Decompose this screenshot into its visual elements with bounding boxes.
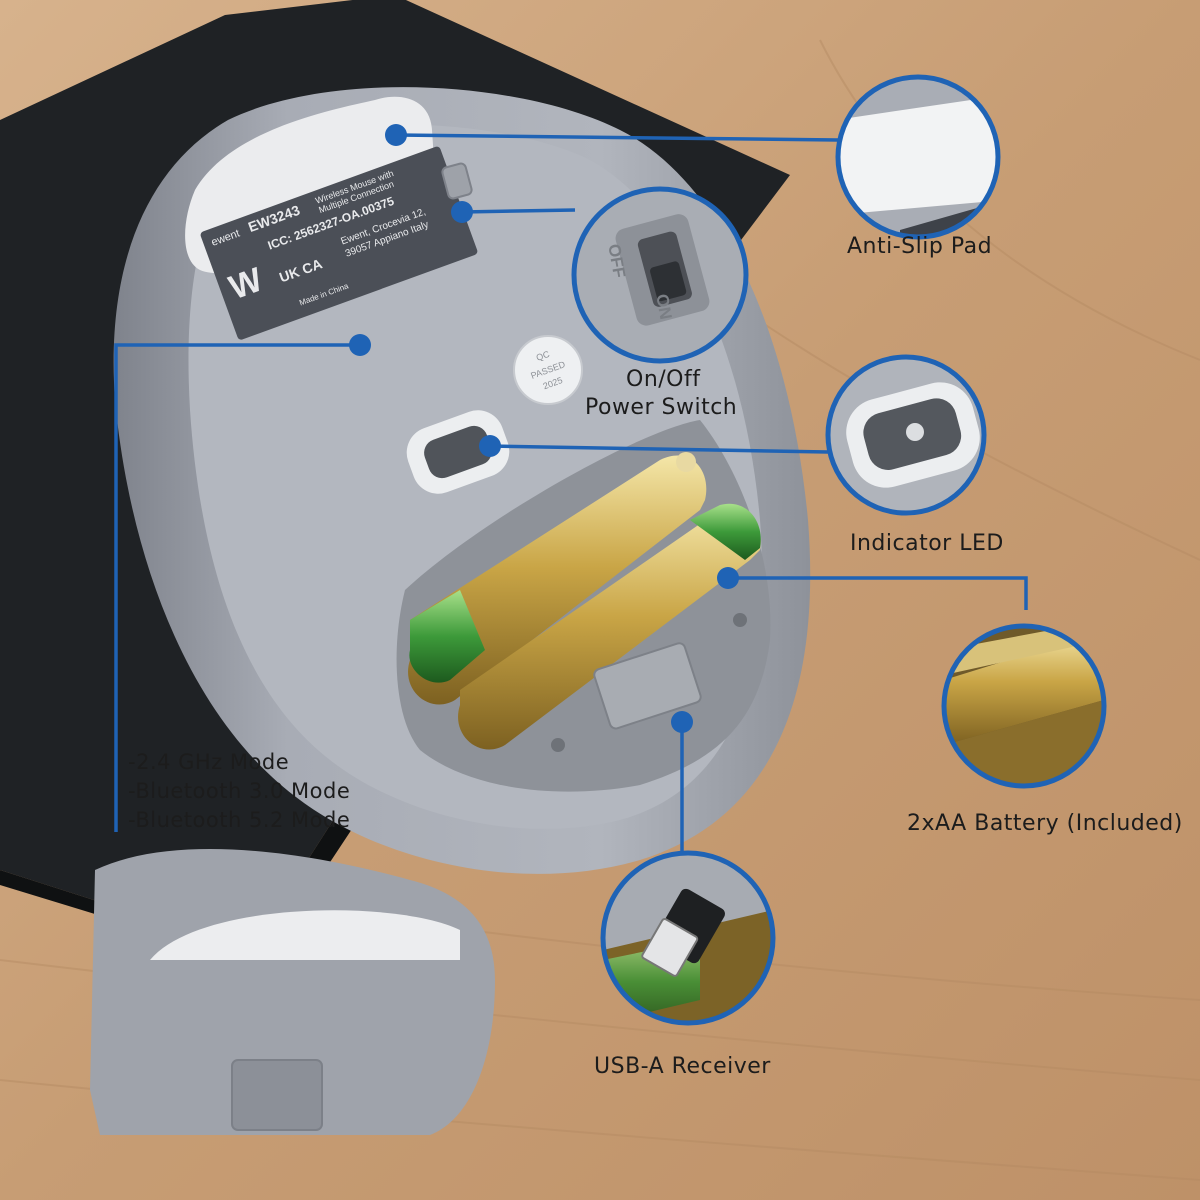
mode-item: -Bluetooth 3.0 Mode bbox=[128, 779, 351, 803]
battery-cover-pad bbox=[150, 910, 460, 960]
indicator-led-label: Indicator LED bbox=[850, 531, 1004, 556]
zoom-battery bbox=[941, 623, 1107, 789]
zoom-power-switch bbox=[571, 186, 749, 364]
battery-cover-latch bbox=[231, 1059, 323, 1131]
power-switch-label-line1: On/Off bbox=[626, 367, 701, 392]
zoom-usb-receiver bbox=[600, 850, 776, 1026]
aa-batteries bbox=[408, 452, 761, 750]
product-label bbox=[200, 146, 478, 340]
usb-receiver-label: USB-A Receiver bbox=[594, 1054, 771, 1079]
callout-lines bbox=[114, 133, 1028, 858]
power-switch-label-line2: Power Switch bbox=[585, 395, 738, 420]
anti-slip-pad-label: Anti-Slip Pad bbox=[847, 234, 993, 259]
battery-label: 2xAA Battery (Included) bbox=[907, 811, 1183, 836]
qc-line-1: QC bbox=[535, 349, 552, 363]
zoom-anti-slip-pad bbox=[835, 74, 1001, 240]
screw bbox=[551, 738, 565, 752]
screw bbox=[733, 613, 747, 627]
power-switch-recess bbox=[441, 162, 473, 200]
switch-on-label: ON bbox=[652, 293, 675, 321]
callout-dots bbox=[349, 124, 739, 733]
zoom-indicator-led bbox=[825, 354, 987, 516]
receiver-slot bbox=[593, 642, 702, 730]
indicator-led-lens bbox=[424, 425, 492, 479]
connection-mode-list: -2.4 GHz Mode -Bluetooth 3.0 Mode -Bluet… bbox=[128, 748, 350, 835]
mode-item: -2.4 GHz Mode bbox=[128, 750, 290, 774]
switch-zoom-labels: OFF ON bbox=[604, 243, 675, 321]
mode-item: -Bluetooth 5.2 Mode bbox=[128, 808, 351, 832]
qc-sticker bbox=[513, 335, 583, 405]
